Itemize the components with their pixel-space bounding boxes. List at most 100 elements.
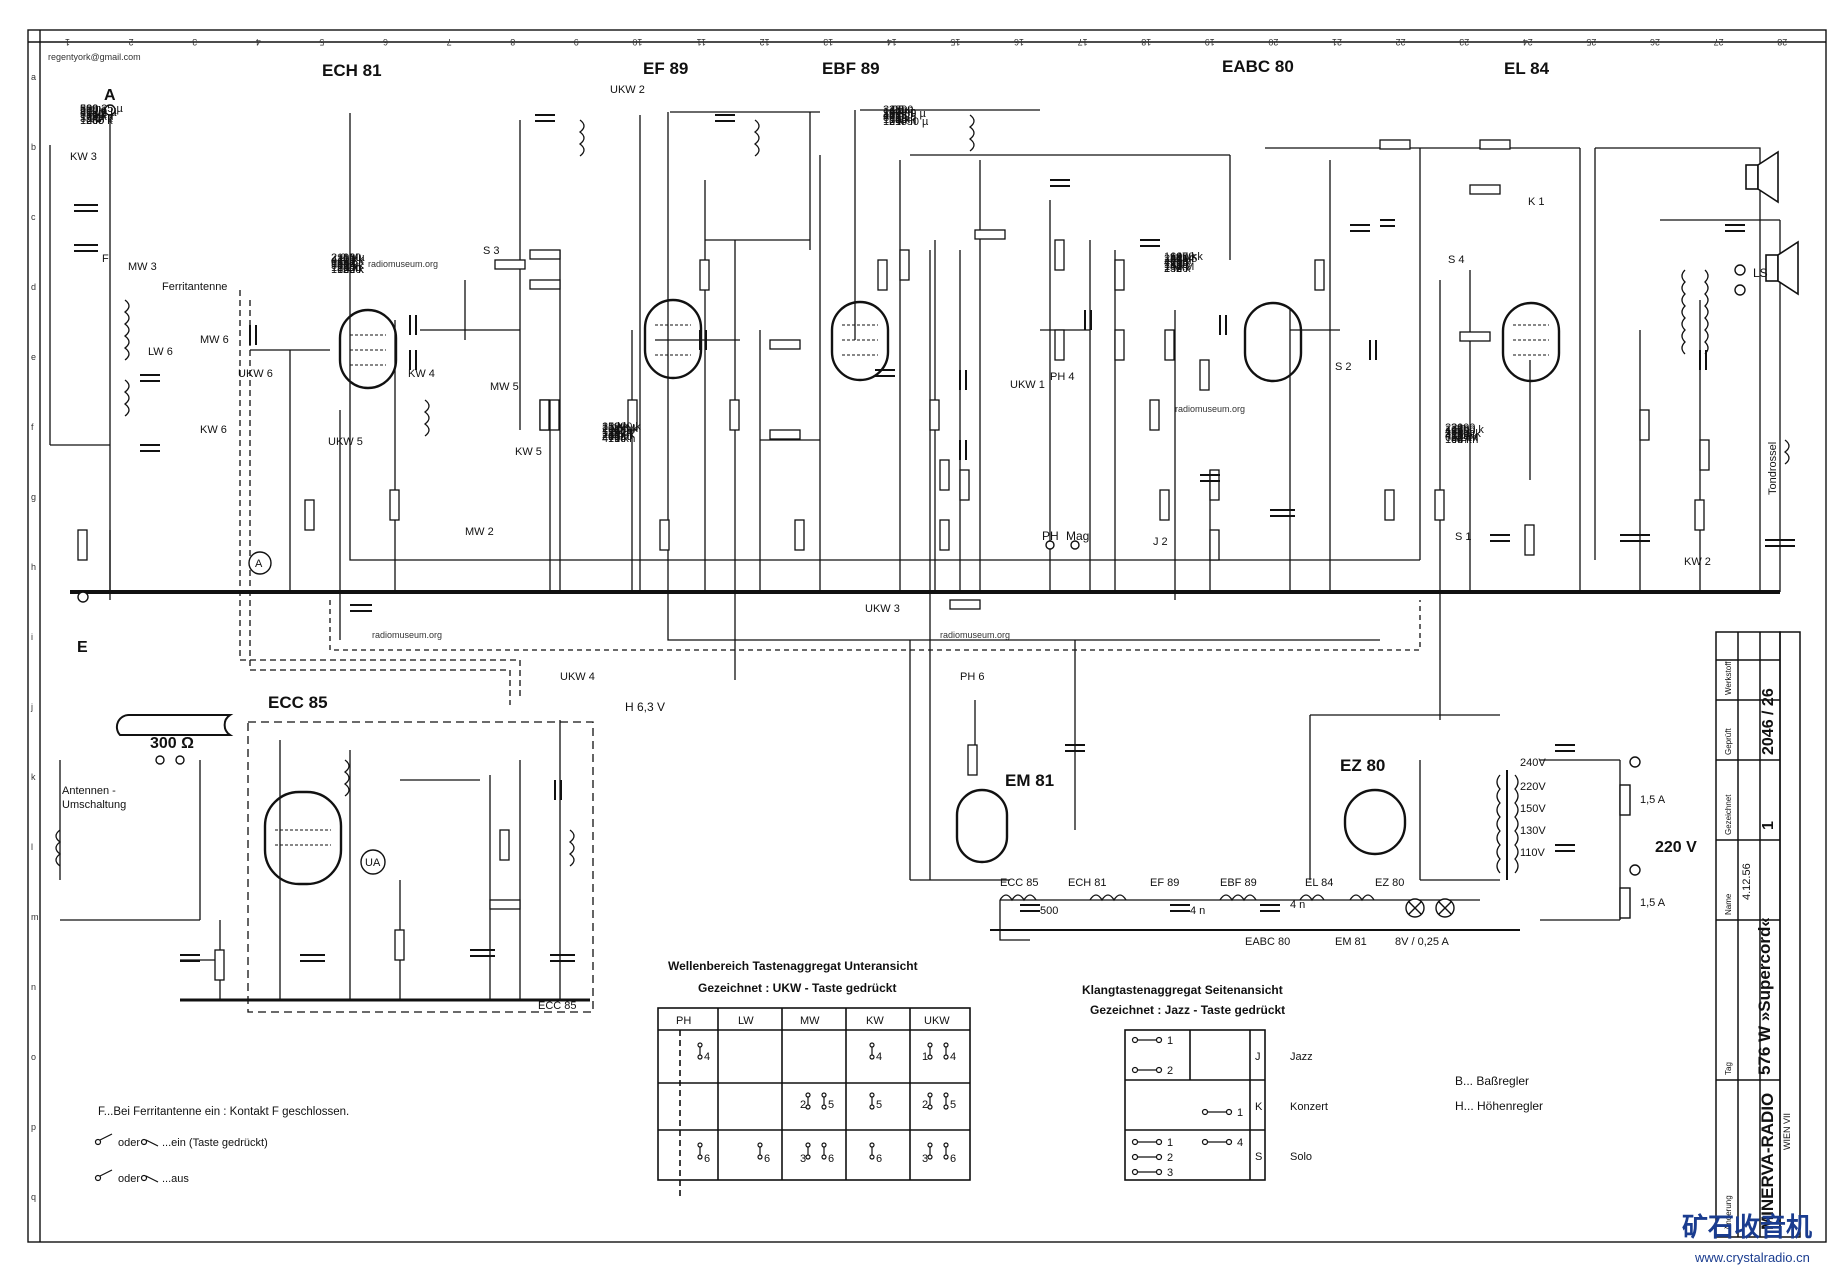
wave-contact-digit: 5: [876, 1099, 882, 1111]
component-value: 1 M: [1176, 261, 1194, 273]
ruler-left-l: l: [31, 842, 33, 852]
component-value: 3,9 n: [80, 113, 104, 125]
wave-contact-digit: 1: [922, 1051, 928, 1063]
component-value: 47: [1170, 261, 1182, 273]
component-value: 300: [80, 103, 98, 115]
component-value: 50 k: [92, 115, 113, 127]
tube-ebf89-symbol: [830, 300, 890, 382]
component-value: 130: [602, 427, 620, 439]
component-value: 100: [1164, 255, 1182, 267]
component-value: 47 k: [337, 254, 358, 266]
component-value: 2,2 M: [1164, 253, 1192, 265]
component-value: 300: [895, 104, 913, 116]
switch-label: PH 4: [1050, 371, 1074, 383]
terminal-mag: Mag: [1066, 529, 1089, 543]
component-value: 47: [1170, 253, 1182, 265]
component-value: 100 k: [337, 256, 364, 268]
switch-label: LW 6: [148, 346, 173, 358]
ruler-left-q: q: [31, 1192, 36, 1202]
antenna-switch-label-1: Antennen -: [62, 785, 116, 797]
component-value: 21,5: [1176, 253, 1197, 265]
component-value: 100 k: [1457, 424, 1484, 436]
wave-contact-digit: 6: [876, 1153, 882, 1165]
tap-150v: 150V: [1520, 803, 1546, 815]
tone-row-name: Jazz: [1290, 1051, 1313, 1063]
email-text: regentyork@gmail.com: [48, 52, 141, 62]
wave-contact-digit: 5: [950, 1099, 956, 1111]
component-value: 2 x 50 µ: [889, 116, 929, 128]
component-value: 560: [331, 260, 349, 272]
filament-tube-label: EF 89: [1150, 877, 1179, 889]
watermark-text: radiomuseum.org: [1175, 404, 1245, 414]
ruler-top-16: 16: [1014, 37, 1024, 47]
title-company: MINERVA-RADIO: [1758, 1093, 1777, 1230]
tone-contact-digit: 2: [1167, 1152, 1173, 1164]
component-value: 470 k: [1445, 430, 1472, 442]
wave-table-header: KW: [866, 1015, 884, 1027]
tondrossel-label: Tondrossel: [1767, 442, 1779, 495]
tube-ecc85-label: ECC 85: [268, 693, 328, 712]
component-value: 2,2 k: [602, 423, 626, 435]
ruler-left-c: c: [31, 212, 36, 222]
legend-aus: ...aus: [162, 1173, 189, 1185]
ruler-top-7: 7: [447, 37, 452, 47]
title-row-label: Werkstoff: [1724, 661, 1733, 695]
ruler-top-10: 10: [632, 37, 642, 47]
component-value: 33 k: [80, 109, 101, 121]
component-value: 100 k: [80, 111, 107, 123]
tube-eabc80-symbol: [1243, 301, 1303, 383]
legend-oder-2: oder: [118, 1173, 140, 1185]
component-value: 300: [343, 262, 361, 274]
component-value: 1 k: [92, 109, 107, 121]
component-value: 82: [343, 258, 355, 270]
component-value: 0,1 µ: [92, 105, 117, 117]
component-value: 120: [86, 107, 104, 119]
component-value: 80: [883, 112, 895, 124]
component-value: 2,2 M: [331, 252, 359, 264]
tap-240v: 240V: [1520, 757, 1546, 769]
component-value: 47 n: [889, 106, 910, 118]
lamps-label: 8V / 0,25 A: [1395, 936, 1449, 948]
component-value: 2 n: [1164, 263, 1179, 275]
component-value: 470 k: [337, 260, 364, 272]
resistors: [77, 139, 1710, 981]
component-value: 160: [331, 264, 349, 276]
tone-row-key: K: [1255, 1101, 1263, 1113]
component-value: 1 n: [1457, 430, 1472, 442]
component-value: 3,3: [86, 113, 101, 125]
filament-tube-label: ECH 81: [1068, 877, 1107, 889]
component-value: 47 n: [1457, 434, 1478, 446]
tone-contact-digit: 1: [1167, 1035, 1173, 1047]
ruler-left-e: e: [31, 352, 36, 362]
component-value: 47 n: [883, 110, 904, 122]
switch-label: PH 6: [960, 671, 984, 683]
component-value: 10: [1176, 259, 1188, 271]
switch-label: K 1: [1528, 196, 1545, 208]
filament-tube-label: EM 81: [1335, 936, 1367, 948]
component-value: 50: [86, 105, 98, 117]
component-value: 160: [1170, 259, 1188, 271]
switch-label: UKW 6: [238, 368, 273, 380]
wave-contact-digit: 3: [922, 1153, 928, 1165]
component-value: 10 n: [883, 116, 904, 128]
fuse-2-label: 1,5 A: [1640, 897, 1666, 909]
terminal-ua: UA: [365, 857, 381, 869]
component-value: 680 k: [1445, 432, 1472, 444]
ruler-top-3: 3: [192, 37, 197, 47]
ruler-top-4: 4: [256, 37, 261, 47]
misc-parts: [77, 104, 1746, 919]
component-value: 4 n: [343, 262, 358, 274]
switch-label: F: [102, 253, 109, 265]
filament-part-value: 500: [1040, 905, 1058, 917]
component-value: 30: [883, 108, 895, 120]
component-value: 50 n: [1170, 255, 1191, 267]
ruler-left-n: n: [31, 982, 36, 992]
component-value: 30: [1176, 255, 1188, 267]
component-value: 470 k: [602, 433, 629, 445]
component-value: 4 n: [895, 114, 910, 126]
tube-ecc85-symbol: [263, 790, 343, 886]
watermark-text: radiomuseum.org: [368, 259, 438, 269]
switch-label: J 1: [1168, 253, 1183, 265]
